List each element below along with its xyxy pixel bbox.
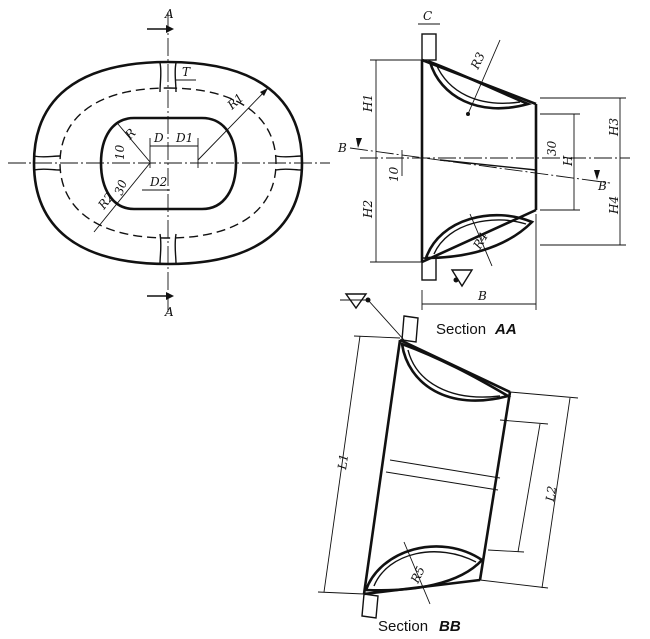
h1-label: H1 (361, 94, 375, 113)
section-a-bottom-label: A (164, 305, 174, 319)
bb-lower-groove (364, 545, 484, 592)
section-a-bottom-arrowhead (166, 292, 174, 300)
r3-center (466, 112, 470, 116)
l1-label: L1 (335, 453, 351, 471)
r1-label: R1 (224, 91, 247, 113)
bb-upper-groove-inner (407, 349, 501, 398)
r3-label: R3 (468, 50, 488, 72)
section-aa-view: C B B H1 H2 10 (337, 9, 630, 310)
b-right-label: B (597, 179, 607, 193)
right-gap-top (275, 155, 303, 158)
section-aa-caption-bold: AA (494, 321, 517, 338)
aa-lower-groove (424, 213, 535, 260)
bottom-gap-left (159, 233, 162, 265)
bb-surface-symbol (344, 293, 368, 310)
section-aa-caption-prefix: Section (436, 321, 486, 338)
aa-taper-line (439, 159, 537, 171)
bb-inner-dim-line (517, 423, 541, 553)
l2-bottom-ext (479, 579, 549, 589)
h2-label: H2 (361, 200, 375, 219)
section-a-top-arrowhead (166, 25, 174, 33)
bb-bottom-stub (361, 593, 379, 619)
thirty-label-plan: 30 (112, 178, 131, 197)
bb-inner-line-2 (385, 471, 499, 491)
top-gap-left (159, 62, 162, 93)
outer-oval (32, 60, 304, 266)
top-gap-right (174, 62, 177, 93)
plan-view: A A T R1 R D D1 10 D2 30 R2 (8, 7, 330, 319)
section-bb-caption: Section BB (378, 618, 461, 635)
bb-lower-groove-inner (373, 551, 477, 587)
d2-label: D2 (149, 175, 167, 189)
bb-upper-groove (400, 342, 512, 402)
top-stub (421, 33, 437, 61)
bb-top-stub (401, 315, 419, 343)
section-a-top-label: A (164, 7, 174, 21)
r3-leader (467, 39, 501, 115)
r1-arrowhead (260, 88, 268, 96)
bb-surface-leader (367, 299, 405, 341)
ten-label-aa: 10 (387, 166, 401, 182)
b-left-label: B (337, 141, 347, 155)
section-bb-caption-bold: BB (439, 618, 461, 635)
b-right-arrow (594, 170, 600, 180)
bb-right-edge (478, 391, 512, 581)
l2-top-ext (509, 391, 579, 399)
r1-leader (197, 87, 269, 161)
b-left-arrow (356, 138, 362, 148)
section-bb-view: L1 L2 R5 (317, 293, 579, 619)
d-label: D (153, 131, 164, 145)
l1-dim-line (323, 335, 361, 593)
r4-leader (469, 213, 493, 267)
section-aa-caption: Section AA (436, 321, 517, 338)
right-gap-bottom (275, 168, 303, 171)
l2-label: L2 (543, 485, 559, 503)
r-leader (117, 123, 151, 163)
r-label: R (122, 126, 139, 143)
inner-hole (99, 116, 238, 211)
aa-upper-groove-inner (435, 63, 521, 104)
aa-upper-groove (428, 59, 532, 110)
l2-dim-line (541, 397, 571, 589)
r2-leader (93, 162, 151, 233)
h-label: H (561, 155, 575, 167)
surface-finish-dot (453, 277, 459, 283)
section-bb-caption-prefix: Section (378, 618, 428, 635)
c-label: C (423, 9, 432, 23)
l1-top-ext (353, 335, 401, 339)
r5-label: R5 (408, 564, 428, 586)
ten-label-plan: 10 (113, 144, 127, 160)
d1-label: D1 (175, 131, 193, 145)
r5-leader (403, 541, 431, 605)
t-label: T (182, 65, 191, 79)
aa-lower-groove-inner (433, 219, 527, 255)
bb-cut-line (349, 147, 611, 184)
thirty-label-aa: 30 (545, 140, 559, 156)
bottom-gap-right (174, 233, 177, 265)
h3-label: H3 (607, 118, 621, 137)
bb-left-edge (362, 339, 402, 595)
dashed-oval (59, 87, 277, 239)
bb-inner-dim-top (499, 419, 549, 425)
h4-label: H4 (607, 196, 621, 215)
bb-inner-line-1 (389, 459, 501, 479)
left-gap-bottom (33, 168, 61, 171)
l1-bottom-ext (317, 591, 365, 595)
b-dim-label: B (477, 289, 487, 303)
left-gap-top (33, 155, 61, 158)
